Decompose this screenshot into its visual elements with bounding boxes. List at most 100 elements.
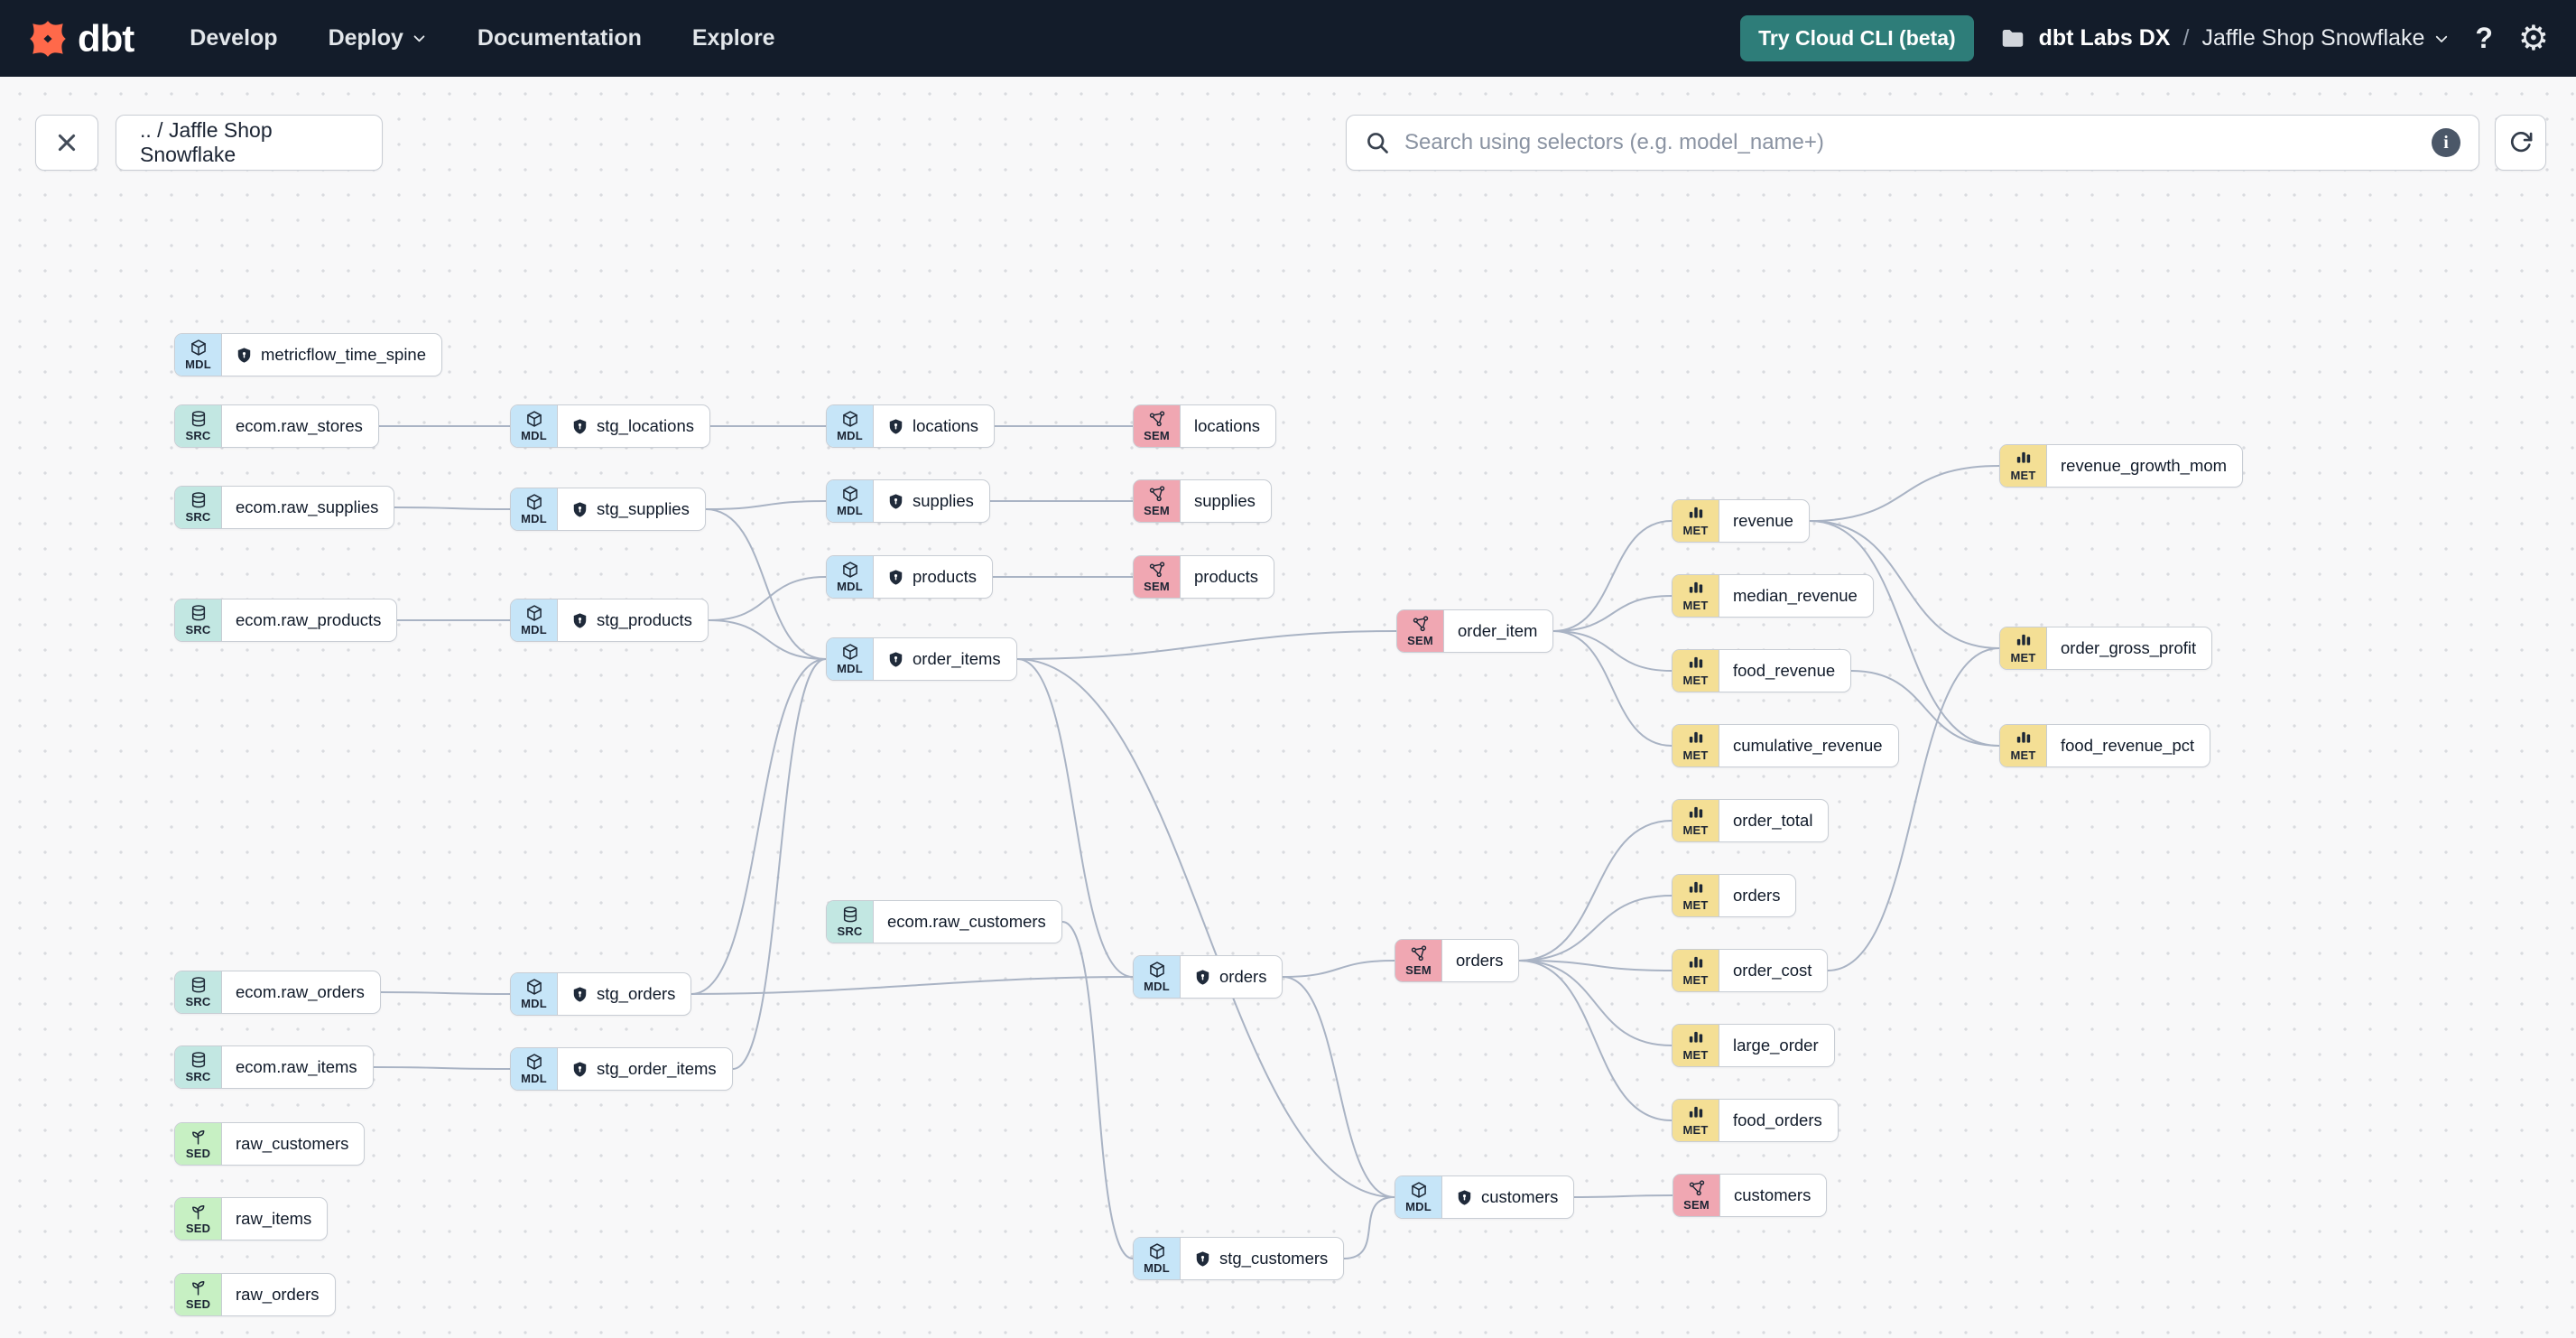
database-icon xyxy=(843,906,857,923)
node-stg_locations[interactable]: MDL stg_locations xyxy=(510,404,710,448)
cube-icon xyxy=(526,411,542,427)
edge-stg_supplies-to-order_items_model xyxy=(705,508,827,660)
node-type-badge-mdl: MDL xyxy=(1134,1238,1181,1279)
node-type-badge-src: SRC xyxy=(175,405,222,447)
bar-chart-icon xyxy=(1689,1106,1702,1118)
help-icon[interactable]: ? xyxy=(2475,22,2493,54)
refresh-button[interactable] xyxy=(2495,115,2546,171)
node-label: large_order xyxy=(1733,1036,1819,1055)
lineage-path-box[interactable]: .. / Jaffle Shop Snowflake xyxy=(116,115,383,171)
dbt-logo[interactable]: dbt xyxy=(27,17,134,60)
node-locations_model[interactable]: MDL locations xyxy=(826,404,996,448)
node-label: food_revenue xyxy=(1733,661,1836,680)
node-label: ecom.raw_stores xyxy=(236,416,363,435)
nav-item-develop[interactable]: Develop xyxy=(190,25,278,51)
gear-icon[interactable]: ⚙ xyxy=(2517,19,2549,58)
node-label: cumulative_revenue xyxy=(1733,736,1883,755)
node-stg_orders[interactable]: MDL stg_orders xyxy=(510,972,692,1016)
node-orders_model[interactable]: MDL orders xyxy=(1133,955,1283,999)
nav-item-explore[interactable]: Explore xyxy=(691,25,775,51)
edge-stg_products-to-products_model xyxy=(708,576,827,621)
cube-icon xyxy=(526,979,542,995)
close-lineage-button[interactable] xyxy=(35,115,98,171)
node-label: stg_order_items xyxy=(558,1048,732,1090)
node-metricflow_time_spine[interactable]: MDL metricflow_time_spine xyxy=(174,333,443,376)
node-type-badge-sem: SEM xyxy=(1134,405,1181,447)
edge-stg_orders-to-order_items_model xyxy=(690,658,827,995)
node-label: median_revenue xyxy=(1733,586,1858,605)
edge-order_items_model-to-customers_model xyxy=(1016,658,1395,1198)
node-food_revenue_pct_met[interactable]: MET food_revenue_pct xyxy=(1999,724,2211,767)
node-stg_customers[interactable]: MDL stg_customers xyxy=(1133,1237,1345,1280)
node-label: stg_orders xyxy=(558,973,690,1015)
account-name[interactable]: dbt Labs DX xyxy=(2038,25,2171,51)
node-order_items_model[interactable]: MDL order_items xyxy=(826,637,1017,681)
info-icon[interactable]: i xyxy=(2432,128,2460,157)
node-label: food_revenue_pct xyxy=(2061,736,2195,755)
bar-chart-icon xyxy=(2016,451,2030,463)
node-network-icon xyxy=(1149,411,1164,427)
top-navbar: dbt Develop Deploy Documentation Explore… xyxy=(0,0,2576,77)
node-type-badge-mdl: MDL xyxy=(827,405,874,447)
node-stg_order_items[interactable]: MDL stg_order_items xyxy=(510,1047,733,1091)
node-stg_products[interactable]: MDL stg_products xyxy=(510,599,709,642)
edge-food_revenue_met-to-food_revenue_pct_met xyxy=(1850,670,2000,747)
edge-orders_model-to-customers_model xyxy=(1282,976,1395,1198)
selector-search-box[interactable]: i xyxy=(1346,115,2479,171)
node-type-badge-met: MET xyxy=(2000,725,2047,767)
cube-icon xyxy=(190,339,206,356)
edge-raw_items_src-to-stg_order_items xyxy=(373,1066,511,1070)
search-input[interactable] xyxy=(1404,130,2417,155)
node-label: raw_orders xyxy=(236,1285,320,1304)
shield-lock-icon xyxy=(889,569,903,585)
nav-item-deploy[interactable]: Deploy xyxy=(329,25,427,51)
node-stg_supplies[interactable]: MDL stg_supplies xyxy=(510,488,706,531)
node-label: locations xyxy=(1194,416,1261,435)
node-label: stg_locations xyxy=(558,405,709,447)
main-nav: Develop Deploy Documentation Explore xyxy=(190,25,774,51)
cube-icon xyxy=(1149,1243,1164,1259)
nav-item-documentation[interactable]: Documentation xyxy=(477,25,642,51)
refresh-icon xyxy=(2510,131,2532,153)
node-supplies_model[interactable]: MDL supplies xyxy=(826,479,990,523)
edge-order_item_sem-to-cumulative_revenue_met xyxy=(1552,630,1673,747)
node-customers_model[interactable]: MDL customers xyxy=(1395,1175,1575,1219)
shield-lock-icon xyxy=(573,1061,587,1077)
node-type-badge-mdl: MDL xyxy=(511,405,558,447)
project-selector[interactable]: Jaffle Shop Snowflake xyxy=(2201,25,2450,51)
node-raw_stores_src[interactable]: SRC ecom.raw_stores xyxy=(174,404,379,448)
bar-chart-icon xyxy=(1689,806,1702,818)
node-type-badge-mdl: MDL xyxy=(1134,956,1181,998)
node-type-badge-met: MET xyxy=(2000,445,2047,487)
try-cloud-cli-button[interactable]: Try Cloud CLI (beta) xyxy=(1740,15,1974,61)
node-products_model[interactable]: MDL products xyxy=(826,555,993,599)
shield-lock-icon xyxy=(237,347,251,363)
node-locations_sem[interactable]: SEM locations xyxy=(1133,404,1277,448)
